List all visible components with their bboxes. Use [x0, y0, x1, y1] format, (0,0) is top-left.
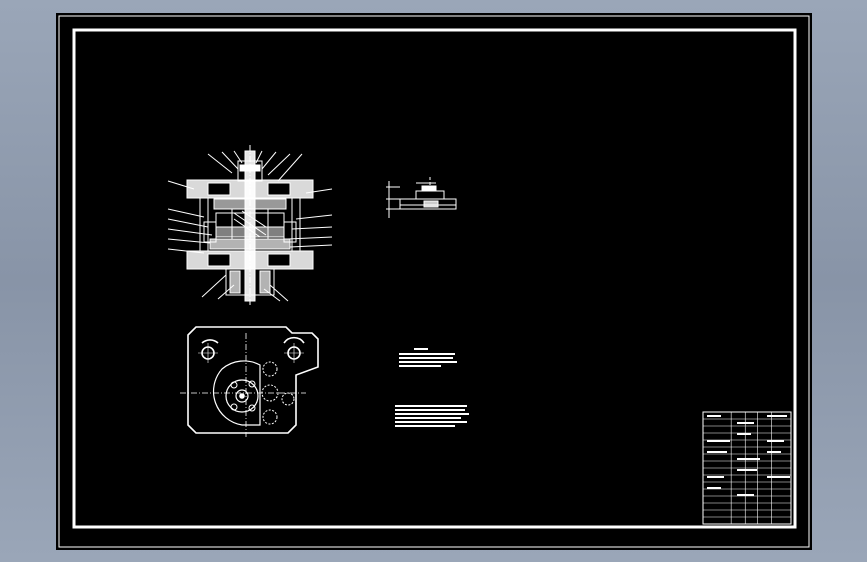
- outer-frame: [58, 15, 810, 548]
- top-view[interactable]: [180, 326, 319, 437]
- guide-pillar-right: [291, 197, 301, 252]
- cad-viewport[interactable]: [56, 13, 812, 550]
- top-view-outline: [187, 326, 319, 434]
- technical-requirements-note[interactable]: [399, 348, 457, 367]
- guide-pillar-left: [199, 197, 209, 252]
- drawing-sheet: [56, 13, 812, 550]
- viewport-background: [56, 13, 812, 550]
- section-view[interactable]: [167, 145, 333, 305]
- center-cutout: [212, 360, 261, 426]
- additional-note[interactable]: [395, 405, 469, 427]
- title-block[interactable]: [702, 411, 792, 525]
- inner-border: [72, 28, 797, 529]
- detail-view[interactable]: [386, 177, 457, 218]
